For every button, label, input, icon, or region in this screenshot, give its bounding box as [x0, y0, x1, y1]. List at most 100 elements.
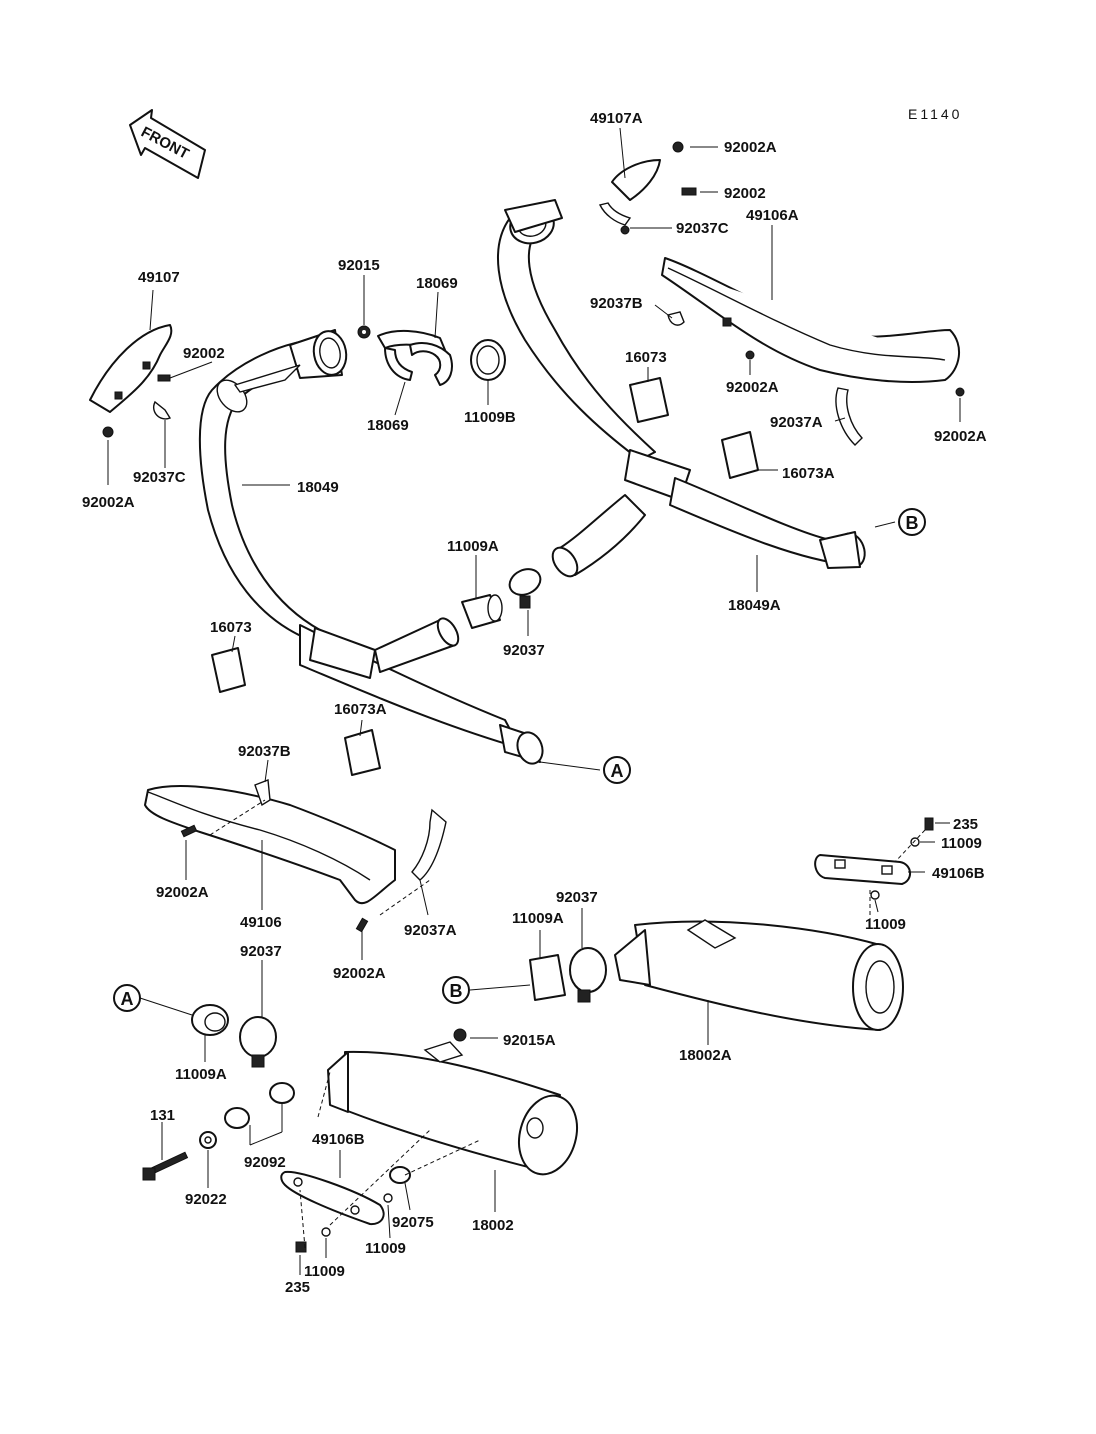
label-49107A: 49107A: [590, 110, 643, 127]
bolt-235-left: [295, 1241, 307, 1253]
bolt-92002A-rear-right: [955, 387, 965, 397]
label-92002A: 92002A: [726, 379, 779, 396]
label-49107: 49107: [138, 269, 180, 286]
label-92037C: 92037C: [676, 220, 729, 237]
label-11009A: 11009A: [512, 910, 564, 927]
clamp-92037B-front: [254, 779, 271, 807]
bracket-49106B-right: [814, 854, 911, 885]
clamp-92037C-rear: [598, 202, 632, 226]
cover-16073-front: [211, 647, 246, 693]
label-131: 131: [150, 1107, 175, 1124]
label-18069: 18069: [416, 275, 458, 292]
label-92037B: 92037B: [590, 295, 643, 312]
callout-b-right: B: [898, 508, 926, 536]
clamp-92037-center: [508, 568, 542, 609]
label-16073: 16073: [625, 349, 667, 366]
bolt-92002A-top: [672, 141, 684, 153]
nut-92015: [357, 325, 371, 339]
label-49106A: 49106A: [746, 207, 799, 224]
bolt-131: [142, 1151, 189, 1181]
label-11009: 11009: [304, 1263, 345, 1280]
callout-a-right: A: [603, 756, 631, 784]
label-16073A: 16073A: [782, 465, 835, 482]
label-92037: 92037: [240, 943, 282, 960]
bolt-92002-left: [157, 374, 171, 382]
label-92037: 92037: [556, 889, 598, 906]
label-235: 235: [285, 1279, 310, 1296]
gasket-11009A-left: [191, 1004, 229, 1036]
label-11009A: 11009A: [447, 538, 499, 555]
svg-text:A: A: [611, 761, 624, 781]
label-18002: 18002: [472, 1217, 514, 1234]
cover-16073A-rear: [721, 431, 759, 479]
dashed-assembly-lines: [209, 799, 926, 1249]
label-92022: 92022: [185, 1191, 227, 1208]
washer-11009-right-top: [910, 837, 920, 847]
label-92015: 92015: [338, 257, 380, 274]
bolt-92002-top: [681, 187, 697, 196]
label-92015A: 92015A: [503, 1032, 556, 1049]
clamp-92037B-rear: [667, 311, 685, 326]
label-92037A: 92037A: [404, 922, 457, 939]
label-49106: 49106: [240, 914, 282, 931]
svg-text:B: B: [906, 513, 919, 533]
label-92037: 92037: [503, 642, 545, 659]
label-92002: 92002: [183, 345, 225, 362]
label-92002A: 92002A: [82, 494, 135, 511]
label-92002A: 92002A: [934, 428, 987, 445]
bolt-icon: [142, 361, 151, 370]
bolt-235-right: [924, 817, 934, 831]
label-49106B: 49106B: [932, 865, 985, 882]
nut-92015A: [453, 1028, 467, 1042]
washer-11009-mid: [383, 1193, 393, 1203]
label-11009B: 11009B: [464, 409, 516, 426]
svg-text:A: A: [121, 989, 134, 1009]
heat-shield-49107: [89, 324, 173, 413]
cover-16073A-front: [344, 729, 381, 776]
clamp-92037A-rear: [835, 387, 863, 446]
bolt-92002A-rear-mid: [745, 350, 755, 360]
gasket-11009A-right: [529, 954, 566, 1001]
bracket-18069-b: [409, 342, 453, 386]
part-labels: 49107A 92002A 92002 92037C 49106A 49107 …: [82, 110, 987, 1296]
washer-11009-right-bottom: [870, 890, 880, 900]
exhaust-pipe-18049: [198, 329, 544, 765]
clamp-92037A-front: [411, 808, 447, 881]
diagram-code: E1140: [908, 106, 962, 122]
label-18049: 18049: [297, 479, 339, 496]
heat-shield-49107A: [598, 141, 697, 235]
label-49106B: 49106B: [312, 1131, 365, 1148]
callout-b-left: B: [442, 976, 470, 1004]
clamp-92037-right: [569, 947, 607, 1003]
label-92002A: 92002A: [333, 965, 386, 982]
damper-92092-b: [269, 1082, 295, 1104]
label-92002: 92002: [724, 185, 766, 202]
washer-11009-left: [321, 1227, 331, 1237]
bracket-49106B-left: [280, 1170, 385, 1226]
label-92092: 92092: [244, 1154, 286, 1171]
bolt-icon: [114, 391, 123, 400]
label-16073A: 16073A: [334, 701, 387, 718]
label-11009: 11009: [865, 916, 906, 933]
label-11009: 11009: [941, 835, 982, 852]
leader-lines: [107, 127, 961, 1275]
muffler-18002A: [614, 919, 904, 1031]
bolt-92037C-top: [620, 225, 630, 235]
label-92075: 92075: [392, 1214, 434, 1231]
label-11009: 11009: [365, 1240, 406, 1257]
cover-16073-rear: [629, 377, 669, 423]
bolt-92002A-front-right: [355, 917, 369, 933]
clamp-92037-left: [239, 1016, 277, 1068]
label-92037C: 92037C: [133, 469, 186, 486]
label-92002A: 92002A: [156, 884, 209, 901]
bolt-92002A-left: [102, 426, 114, 438]
front-direction-arrow: FRONT: [129, 109, 206, 179]
heat-shield-49106A: [661, 257, 965, 446]
damper-92075: [389, 1166, 411, 1184]
exhaust-pipe-18049A: [497, 199, 866, 578]
svg-text:B: B: [450, 981, 463, 1001]
callout-a-left: A: [113, 984, 141, 1012]
label-235: 235: [953, 816, 978, 833]
bolt-icon: [722, 317, 732, 327]
